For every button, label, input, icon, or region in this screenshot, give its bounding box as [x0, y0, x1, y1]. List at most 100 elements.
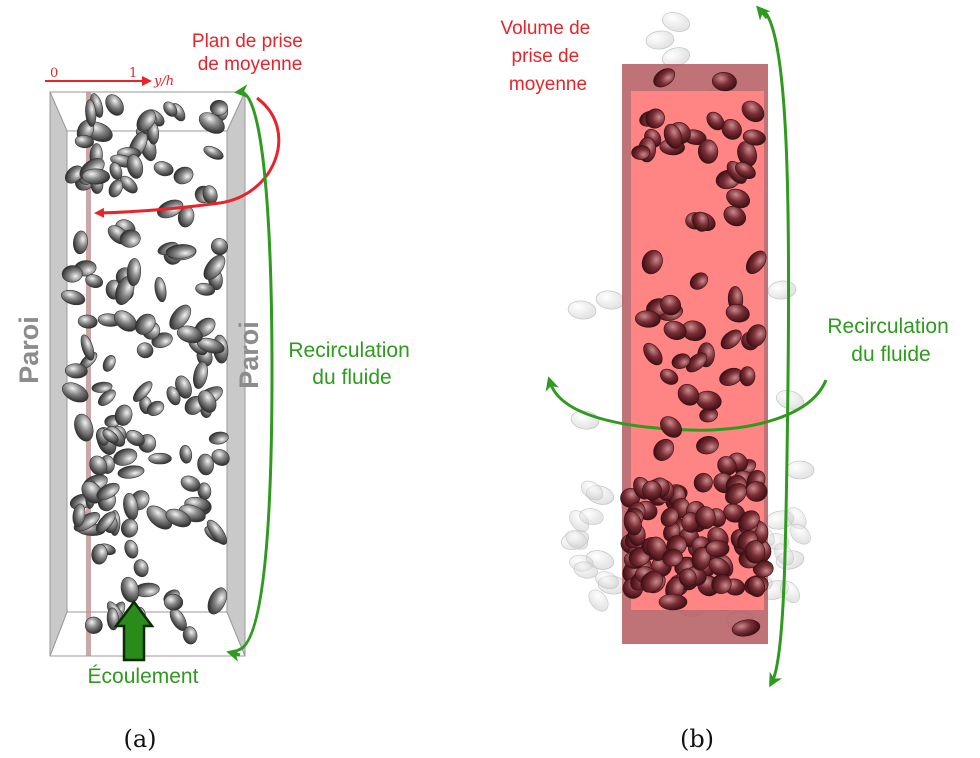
particle-gray: [114, 404, 133, 426]
particle-ghost: [588, 589, 609, 612]
particle-gray: [96, 482, 120, 501]
particle-gray: [197, 453, 214, 476]
right-wall-label: Paroi: [234, 321, 264, 389]
axis-tick-0: 0: [50, 66, 58, 81]
particle-gray: [146, 400, 165, 416]
caption-a: (a): [123, 725, 156, 753]
particle-dark: [635, 310, 661, 328]
recirculation-loop-a: [234, 84, 274, 652]
particle-gray: [163, 101, 178, 117]
particle-dark: [662, 548, 683, 567]
particle-ghost: [565, 530, 589, 550]
averaging-plane-label: Plan de prise de moyenne: [192, 31, 308, 75]
particle-dark: [738, 510, 760, 531]
particle-gray: [208, 431, 229, 445]
particle-dark: [677, 384, 700, 406]
particle-dark: [747, 576, 766, 598]
particle-ghost: [767, 280, 797, 300]
particle-dark: [742, 129, 766, 146]
particle-dark: [739, 366, 756, 387]
particle-dark: [692, 211, 710, 232]
particle-dark: [693, 472, 713, 493]
particle-gray: [77, 314, 98, 329]
particle-gray: [74, 413, 94, 442]
particle-gray: [133, 381, 153, 402]
particle-gray: [73, 230, 88, 255]
particle-ghost: [595, 290, 625, 310]
y-axis-indicator: 0 1 y/h: [45, 66, 174, 89]
particle-gray: [173, 166, 194, 185]
particle-gray: [125, 429, 145, 447]
axis-tick-1: 1: [129, 66, 137, 81]
particle-gray: [74, 135, 94, 149]
particle-dark: [745, 481, 768, 502]
particle-dark: [640, 570, 664, 593]
recirculation-arc-b: [545, 376, 828, 432]
particle-gray: [120, 518, 139, 538]
particle-gray: [72, 503, 86, 528]
particle-gray: [210, 238, 229, 256]
particle-gray: [124, 539, 139, 559]
particle-gray: [61, 289, 86, 306]
particle-gray: [91, 543, 108, 565]
right-wall: [226, 91, 246, 657]
particle-dark: [721, 119, 742, 140]
particle-gray: [85, 99, 97, 127]
particle-dark: [678, 568, 697, 588]
particle-ghost: [567, 300, 597, 320]
particle-gray: [108, 179, 123, 198]
averaging-plane-arrow: [94, 96, 281, 218]
particle-gray: [154, 277, 167, 303]
particle-dark: [671, 353, 691, 370]
left-wall-label: Paroi: [14, 316, 44, 384]
particle-gray: [61, 265, 83, 283]
particle-dark: [725, 483, 747, 505]
particle-gray: [85, 274, 103, 288]
particle-dark: [746, 324, 767, 347]
particle-dark: [706, 111, 725, 131]
particle-ghost: [789, 523, 811, 545]
particle-dark: [711, 574, 732, 594]
caption-b: (b): [680, 725, 714, 753]
particle-gray: [203, 145, 224, 160]
particle-dark: [660, 507, 679, 527]
particle-gray: [153, 161, 174, 177]
particle-dark: [717, 456, 737, 476]
particle-dark: [653, 68, 676, 88]
particle-dark: [653, 438, 675, 461]
particle-dark: [695, 506, 716, 530]
particle-dark: [697, 139, 719, 164]
particle-dark: [643, 342, 663, 366]
particle-dark: [646, 536, 667, 561]
particle-ghost: [580, 480, 604, 501]
particle-dark: [725, 303, 750, 323]
particle-gray: [135, 313, 156, 335]
flow-arrow: [113, 599, 155, 662]
particle-dark: [642, 480, 662, 501]
particle-dark: [641, 249, 663, 275]
particle-gray: [126, 258, 142, 287]
particle-dark: [660, 416, 682, 438]
particle-dark: [735, 162, 756, 179]
particle-gray: [120, 576, 140, 603]
particle-gray: [193, 361, 208, 389]
particles-a: [61, 93, 230, 645]
particle-dark: [686, 352, 708, 373]
particle-dark: [726, 188, 751, 209]
particle-dark: [631, 145, 651, 160]
particle-dark: [663, 320, 687, 341]
particle-gray: [165, 508, 192, 528]
particle-dark: [659, 368, 679, 385]
particle-ghost: [645, 30, 675, 50]
particle-gray: [148, 452, 172, 465]
particle-gray: [203, 254, 226, 280]
particle-gray: [61, 382, 89, 403]
particle-gray: [98, 389, 116, 406]
averaging-plane: [86, 92, 91, 656]
particle-gray: [198, 112, 225, 134]
particle-dark: [723, 205, 747, 227]
particle-ghost: [785, 460, 815, 480]
particle-gray: [84, 616, 103, 634]
particle-ghost: [662, 12, 690, 32]
